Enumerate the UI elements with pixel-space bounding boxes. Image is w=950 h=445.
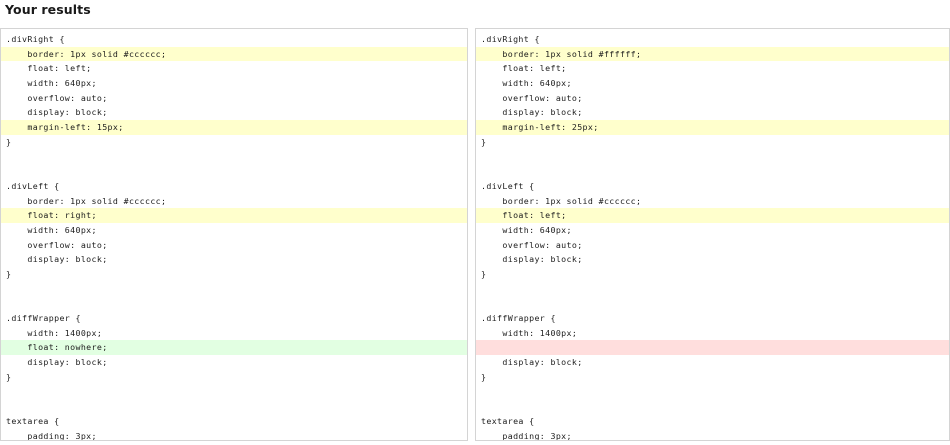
code-line: .diffWrapper {: [481, 313, 556, 324]
code-line: width: 640px;: [481, 224, 572, 235]
code-line: [476, 282, 949, 297]
code-line: width: 1400px;: [481, 327, 578, 338]
code-line: overflow: auto;: [6, 239, 108, 250]
diff-wrapper: .divRight { border: 1px solid #cccccc; f…: [0, 28, 950, 442]
code-line: [476, 150, 949, 165]
code-line: }: [6, 371, 12, 382]
code-line: [1, 385, 467, 400]
code-list-original: .divRight { border: 1px solid #cccccc; f…: [1, 29, 467, 441]
code-line: width: 640px;: [6, 78, 97, 89]
code-line: width: 1400px;: [6, 327, 103, 338]
code-line: .divLeft {: [6, 180, 60, 191]
code-line: [476, 296, 949, 311]
code-line: .diffWrapper {: [6, 313, 81, 324]
code-line: border: 1px solid #cccccc;: [6, 195, 167, 206]
code-line: .divLeft {: [481, 180, 535, 191]
code-line: border: 1px solid #ffffff;: [476, 46, 949, 62]
code-line: width: 640px;: [6, 224, 97, 235]
code-line: float: nowhere;: [1, 340, 467, 356]
code-line: .divRight {: [481, 34, 540, 44]
code-line: }: [6, 136, 12, 147]
code-line: [476, 340, 949, 356]
code-line: padding: 3px;: [481, 430, 572, 441]
code-line: [1, 150, 467, 165]
code-line: overflow: auto;: [6, 92, 108, 103]
code-line: float: left;: [6, 63, 92, 74]
code-line: display: block;: [481, 107, 583, 118]
code-line: textarea {: [6, 415, 60, 426]
code-line: [476, 399, 949, 414]
code-line: border: 1px solid #cccccc;: [1, 46, 467, 62]
page-title: Your results: [5, 2, 91, 17]
code-line: float: right;: [1, 208, 467, 223]
code-line: [1, 296, 467, 311]
code-line: [1, 282, 467, 297]
code-line: display: block;: [6, 357, 108, 368]
code-line: }: [481, 136, 487, 147]
code-line: display: block;: [481, 357, 583, 368]
diff-pane-modified[interactable]: .divRight { border: 1px solid #ffffff; f…: [475, 28, 950, 441]
code-line: border: 1px solid #cccccc;: [481, 195, 642, 206]
code-line: [1, 399, 467, 414]
code-line: }: [481, 371, 487, 382]
code-line: margin-left: 15px;: [1, 120, 467, 135]
code-line: textarea {: [481, 415, 535, 426]
code-list-modified: .divRight { border: 1px solid #ffffff; f…: [476, 29, 949, 441]
code-line: overflow: auto;: [481, 92, 583, 103]
code-line: margin-left: 25px;: [476, 120, 949, 135]
code-line: }: [481, 269, 487, 279]
code-line: overflow: auto;: [481, 239, 583, 250]
diff-pane-original[interactable]: .divRight { border: 1px solid #cccccc; f…: [0, 28, 468, 441]
code-line: display: block;: [6, 254, 108, 265]
code-line: width: 640px;: [481, 78, 572, 89]
code-line: }: [6, 269, 12, 279]
code-line: [476, 385, 949, 400]
code-line: padding: 3px;: [6, 430, 97, 441]
code-line: display: block;: [481, 254, 583, 265]
code-line: [1, 164, 467, 179]
code-line: .divRight {: [6, 34, 65, 44]
code-line: float: left;: [476, 208, 949, 223]
code-line: float: left;: [481, 63, 567, 74]
code-line: display: block;: [6, 107, 108, 118]
code-line: [476, 164, 949, 179]
